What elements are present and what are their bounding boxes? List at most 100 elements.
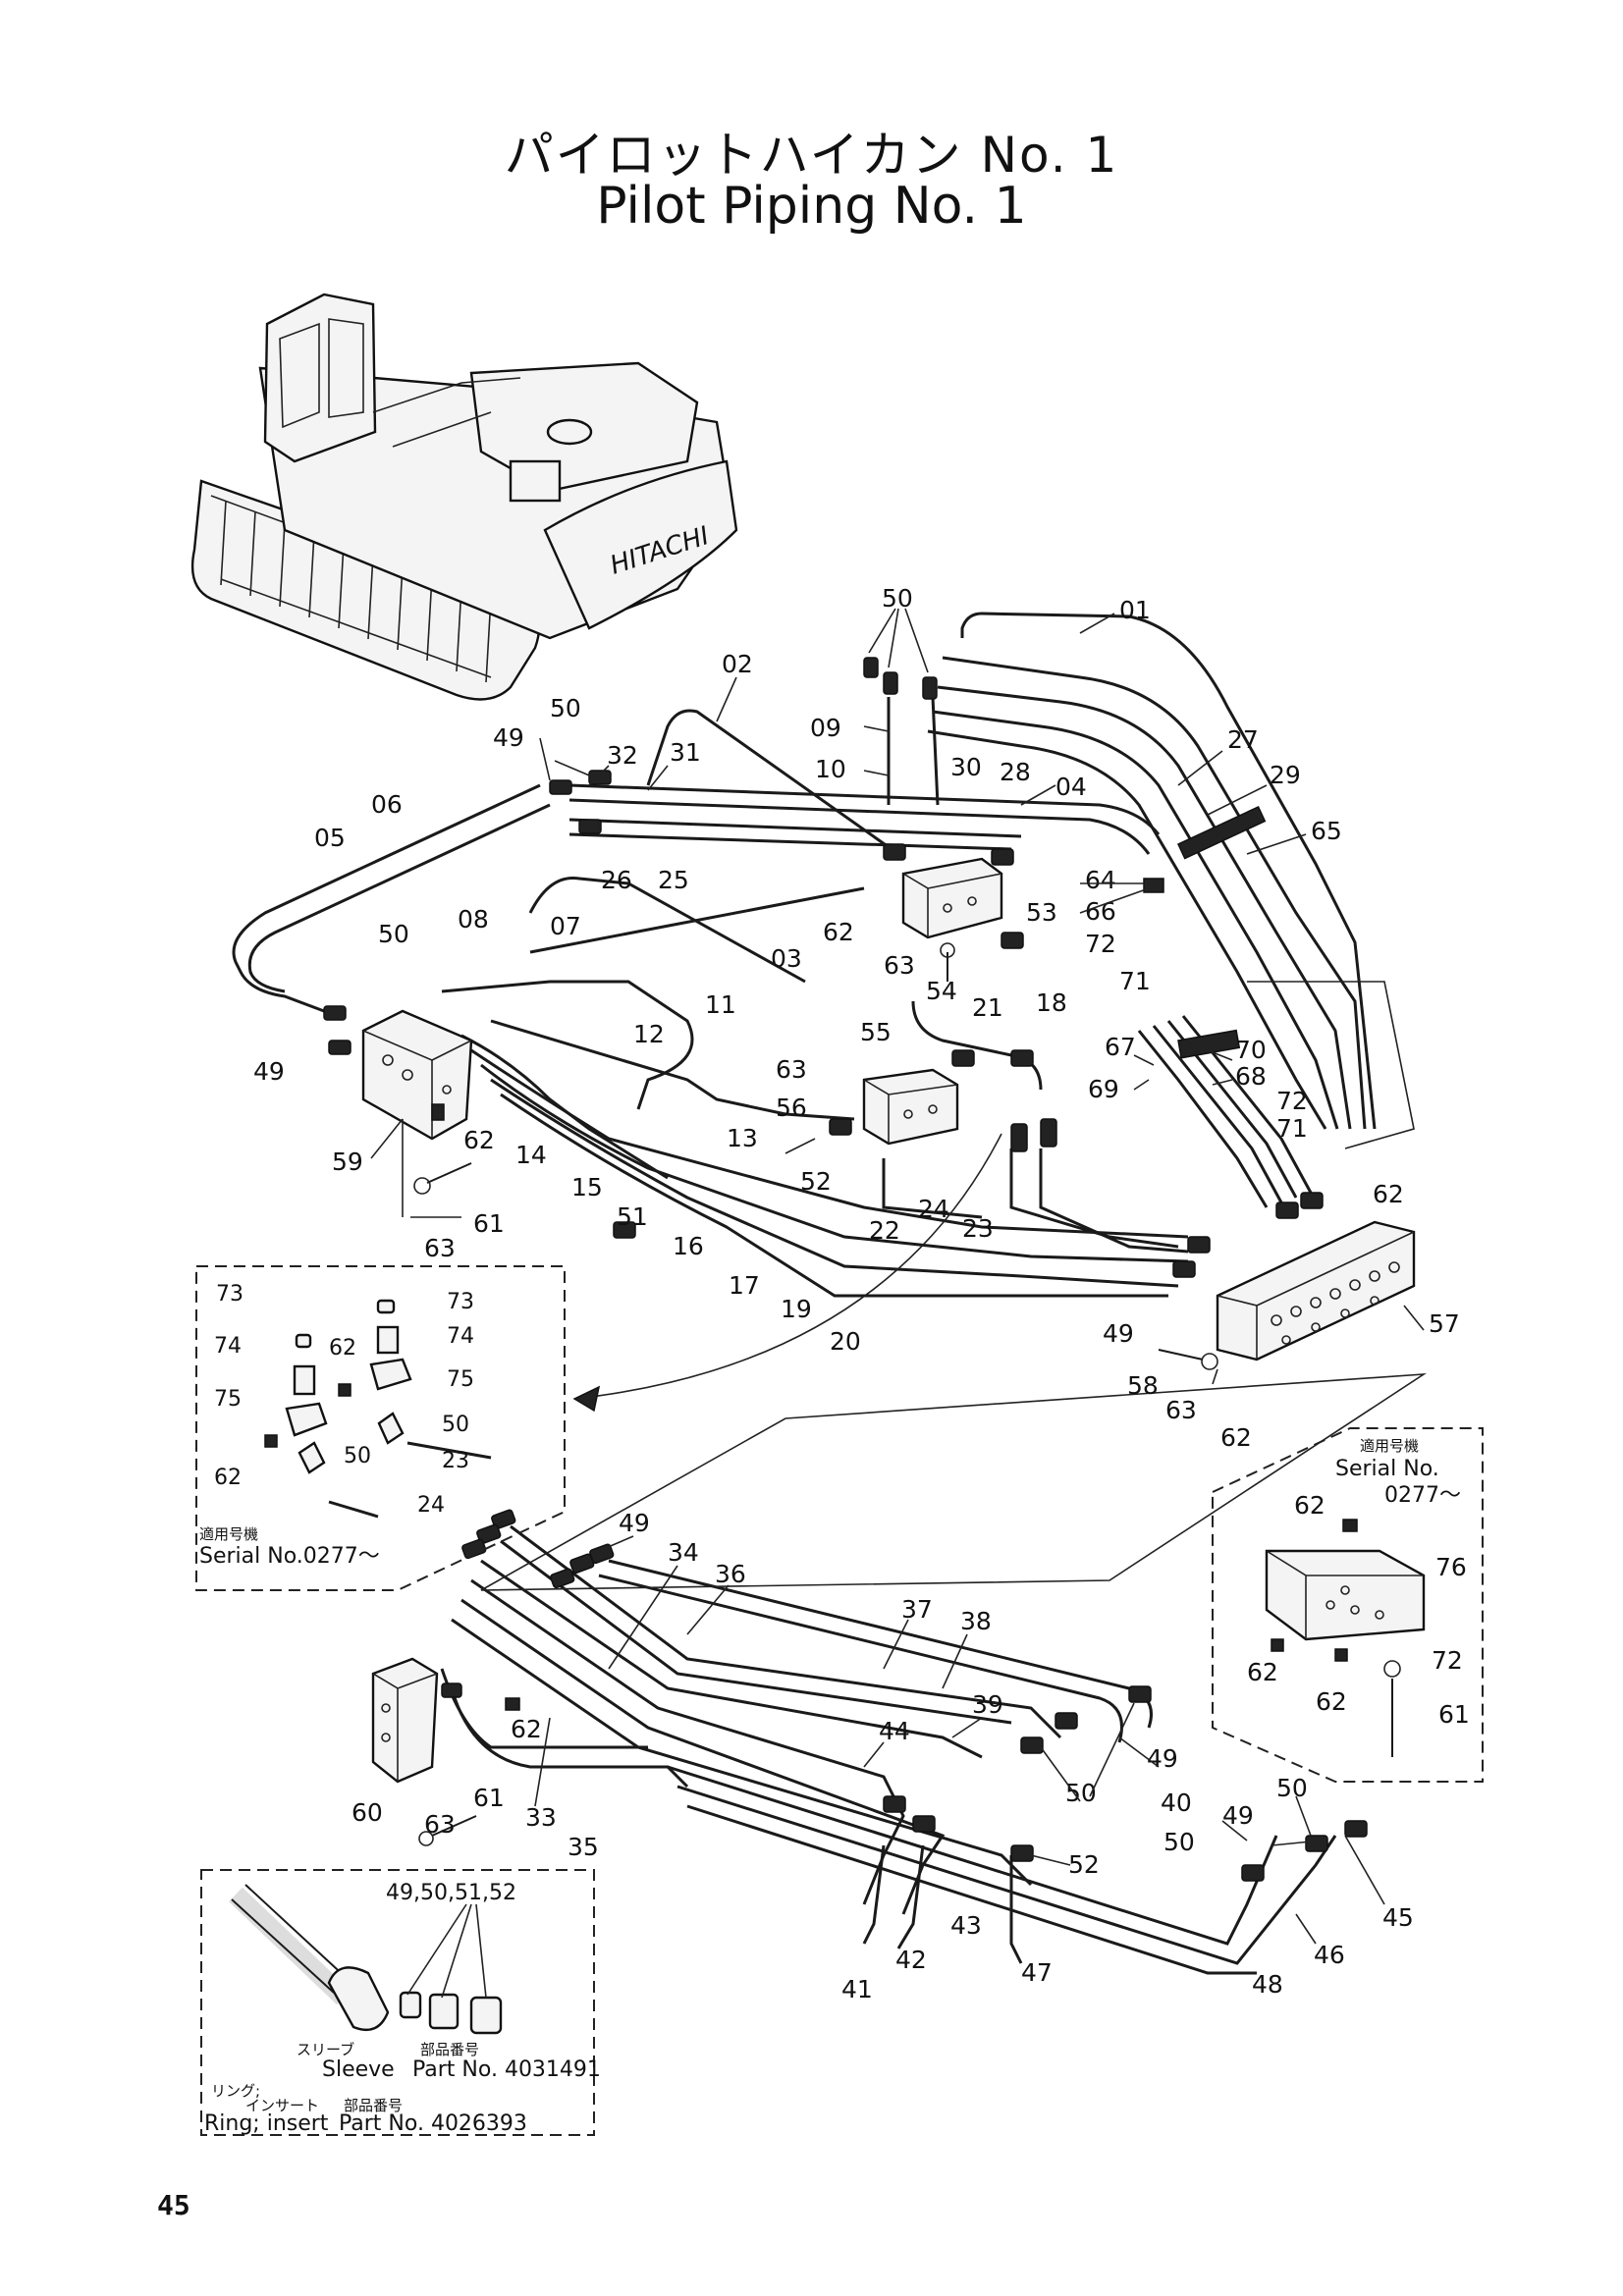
sleeve-en: Sleeve [322, 2057, 395, 2082]
label-63-d: 63 [1165, 1396, 1197, 1424]
label-56: 56 [776, 1094, 807, 1122]
label-09: 09 [810, 714, 841, 742]
part-labels: 01 02 03 04 05 06 07 08 09 10 11 12 13 1… [214, 584, 1470, 2003]
label-23: 23 [962, 1214, 994, 1243]
label-68: 68 [1235, 1062, 1267, 1091]
label-48: 48 [1252, 1970, 1283, 1999]
label-61-a: 61 [473, 1209, 505, 1238]
label-50-h: 50 [344, 1444, 371, 1468]
manifold-57 [1216, 1220, 1416, 1362]
label-37: 37 [901, 1595, 933, 1624]
label-03: 03 [771, 944, 802, 973]
label-76: 76 [1435, 1553, 1467, 1581]
label-62-e: 62 [511, 1715, 542, 1743]
label-10: 10 [815, 755, 846, 783]
label-71-a: 71 [1119, 967, 1151, 995]
label-49-d: 49 [619, 1509, 650, 1537]
ring-partno-jp: 部品番号 [344, 2097, 403, 2114]
label-01: 01 [1119, 596, 1151, 624]
label-74-b: 74 [447, 1324, 474, 1349]
label-62-a: 62 [823, 918, 854, 946]
serial-right-value: 0277～ [1384, 1483, 1461, 1508]
ring-partno: Part No. 4026393 [339, 2111, 527, 2136]
inset-serial-left [195, 1133, 1002, 1591]
label-06: 06 [371, 790, 403, 819]
label-62-f: 62 [329, 1336, 356, 1361]
block-55 [862, 1068, 959, 1146]
label-15: 15 [571, 1173, 603, 1201]
serial-right-label: Serial No. [1335, 1457, 1439, 1481]
label-49-c: 49 [1103, 1319, 1134, 1348]
label-53: 53 [1026, 898, 1057, 927]
label-30: 30 [950, 753, 982, 781]
label-72-c: 72 [1432, 1646, 1463, 1675]
ring-en: Ring; insert [204, 2111, 329, 2136]
label-46: 46 [1314, 1941, 1345, 1969]
upper-pipe-assembly [232, 612, 1415, 1298]
label-71-b: 71 [1276, 1114, 1308, 1143]
label-38: 38 [960, 1607, 992, 1635]
label-51: 51 [617, 1202, 648, 1231]
inset-serial-right [1212, 1427, 1484, 1783]
sleeve-jp: スリーブ [297, 2041, 354, 2058]
label-18: 18 [1036, 988, 1067, 1017]
label-57: 57 [1429, 1309, 1460, 1338]
label-45: 45 [1382, 1903, 1414, 1932]
label-72-b: 72 [1276, 1087, 1308, 1115]
applicable-jp-left: 適用号機 [199, 1525, 258, 1543]
label-75-b: 75 [447, 1367, 474, 1392]
insert-jp: インサート [245, 2097, 319, 2114]
label-52-b: 52 [1068, 1850, 1100, 1879]
fittings-lower [418, 1509, 1368, 1882]
label-11: 11 [705, 990, 736, 1019]
label-62-i: 62 [1247, 1658, 1278, 1686]
label-73-b: 73 [447, 1290, 474, 1314]
label-59: 59 [332, 1148, 363, 1176]
label-13: 13 [727, 1124, 758, 1152]
bolts [413, 942, 1218, 1370]
label-28: 28 [1000, 758, 1031, 786]
label-47: 47 [1021, 1958, 1053, 1987]
label-19: 19 [781, 1295, 812, 1323]
lower-pipe-assembly [440, 1524, 1337, 1975]
label-20: 20 [830, 1327, 861, 1356]
label-49-e: 49 [1147, 1744, 1178, 1773]
label-33: 33 [525, 1803, 557, 1832]
page-number: 45 [157, 2189, 190, 2221]
label-44: 44 [879, 1717, 910, 1745]
label-70: 70 [1235, 1036, 1267, 1064]
label-50-b: 50 [550, 694, 581, 722]
valve-block-59 [361, 1009, 473, 1141]
label-27: 27 [1227, 725, 1259, 754]
label-50-a: 50 [882, 584, 913, 613]
label-67: 67 [1105, 1033, 1136, 1061]
label-12: 12 [633, 1020, 665, 1048]
label-69: 69 [1088, 1075, 1119, 1103]
label-34: 34 [668, 1538, 699, 1567]
label-63-e: 63 [424, 1810, 456, 1839]
inset-fitting-detail [200, 1869, 595, 2136]
title-japanese: パイロットハイカン No. 1 [504, 127, 1119, 184]
label-60: 60 [352, 1798, 383, 1827]
label-17: 17 [729, 1271, 760, 1300]
excavator-illustration: HITACHI [190, 293, 738, 701]
label-26: 26 [601, 866, 632, 894]
label-07: 07 [550, 912, 581, 940]
label-58: 58 [1127, 1371, 1159, 1400]
sleeve-partno: Part No. 4031491 [412, 2057, 601, 2082]
leader-lines [370, 608, 1425, 1945]
label-36: 36 [715, 1560, 746, 1588]
label-24-inset: 24 [417, 1493, 445, 1518]
label-39: 39 [972, 1690, 1003, 1719]
label-54: 54 [926, 977, 957, 1005]
label-04: 04 [1055, 773, 1087, 801]
label-73-a: 73 [216, 1282, 243, 1307]
inset-texts: 適用号機 Serial No.0277～ 適用号機 Serial No. 027… [199, 1437, 1461, 2136]
label-62-j: 62 [1316, 1687, 1347, 1716]
label-61-c: 61 [1438, 1700, 1470, 1729]
view-boundary [480, 1372, 1427, 1591]
label-61-b: 61 [473, 1784, 505, 1812]
label-50-e: 50 [1163, 1828, 1195, 1856]
label-63-b: 63 [424, 1234, 456, 1262]
